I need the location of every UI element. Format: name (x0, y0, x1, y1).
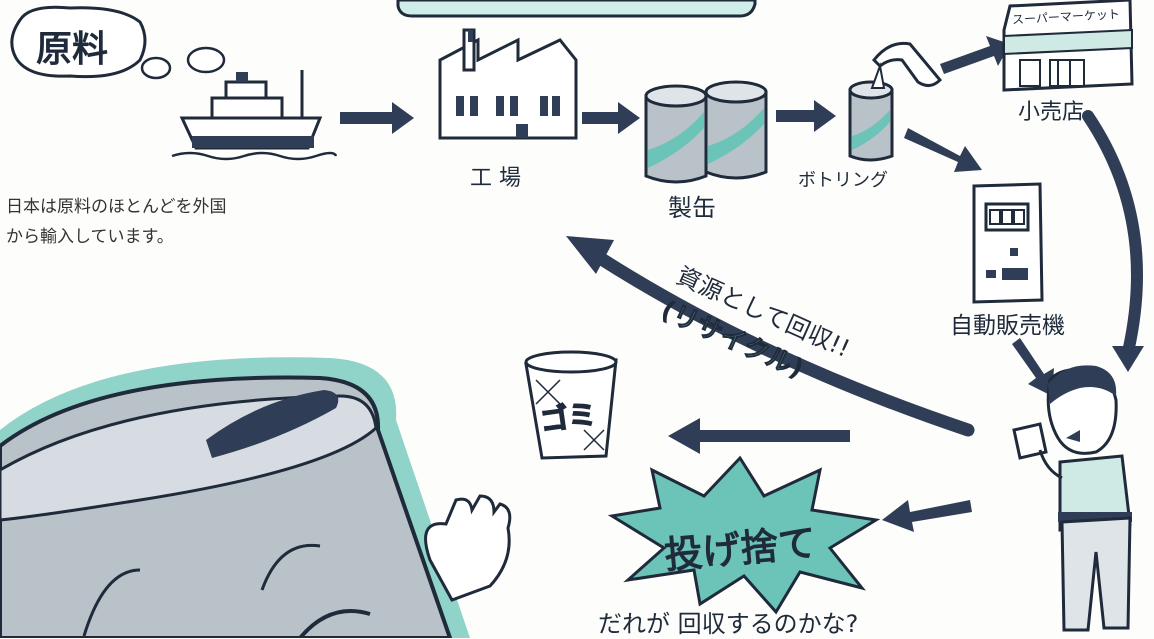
cargo-ship-icon (171, 70, 338, 161)
vending-machine-label: 自動販売機 (950, 313, 1065, 339)
flow-arrows (340, 36, 1144, 532)
arrow-bottling-store (940, 36, 1010, 74)
arrow-factory-can (582, 102, 640, 134)
vending-machine-icon (972, 182, 1044, 304)
litter-burst-shape (607, 455, 881, 615)
person-drinking-icon (1012, 365, 1132, 632)
arrow-person-garbage (668, 418, 850, 454)
arrow-vending-person (1012, 338, 1054, 396)
intro-line-1: 日本は原料のほとんどを外国 (6, 197, 227, 217)
intro-line-2: から輸入しています。 (6, 227, 174, 247)
arrow-can-bottling (776, 100, 836, 132)
factory-icon (438, 28, 578, 140)
can-making-label: 製缶 (668, 194, 716, 222)
retail-store-label: 小売店 (1018, 100, 1085, 125)
raw-material-bubble (10, 5, 226, 80)
bottling-label: ボトリング (798, 170, 888, 191)
cans-icon (644, 80, 768, 184)
arrow-recycle-back (593, 251, 975, 437)
garbage-label: ゴミ (537, 396, 599, 438)
garbage-bin-icon (524, 350, 618, 460)
raw-material-label: 原料 (36, 29, 109, 70)
top-banner-shape (396, 0, 757, 18)
arrow-store-person (1082, 110, 1143, 358)
arrow-bottling-vending (904, 128, 982, 172)
arrow-ship-factory (340, 102, 414, 134)
retail-store-icon (1002, 0, 1134, 92)
question-text: だれが 回収するのかな? (598, 610, 859, 638)
can-mascot-icon (0, 357, 512, 638)
intro-text: 日本は原料のほとんどを外国 から輸入しています。 (6, 192, 227, 252)
bottling-icon (848, 41, 943, 162)
arrow-person-litter (882, 500, 972, 532)
factory-label: 工 場 (470, 166, 521, 191)
